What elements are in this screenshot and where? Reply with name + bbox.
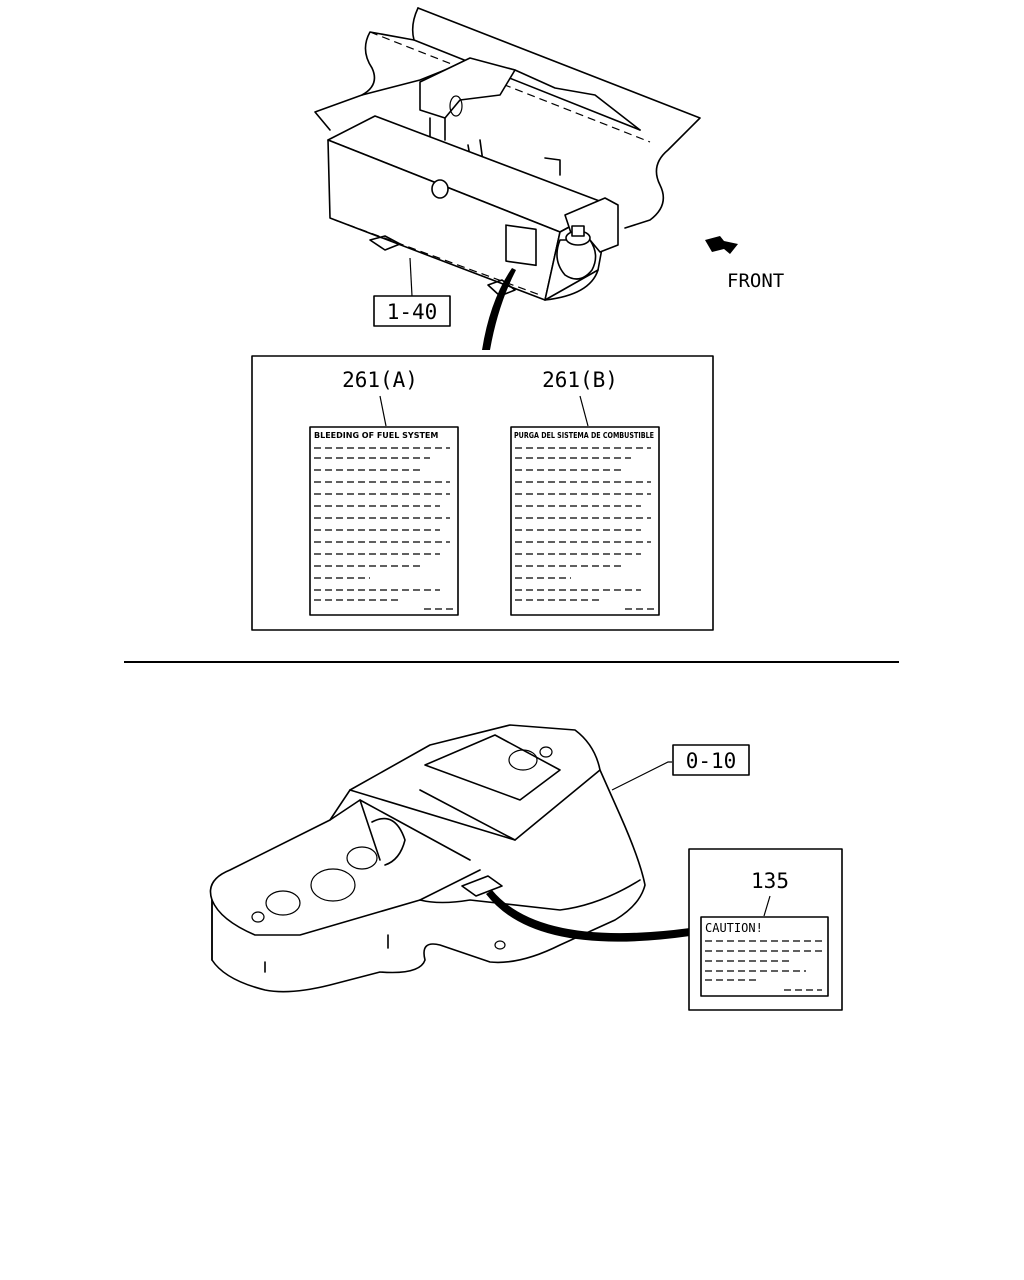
label-261b: 261(B) PURGA DEL SISTEMA DE COMBUSTIBLE [510,368,660,616]
label-location-patch-bottom [461,875,503,897]
ref-box-1-40-text: 1-40 [387,300,438,324]
label-261a: 261(A) BLEEDING OF FUEL SYSTEM [309,368,459,616]
engine-mount-drawing [209,724,690,993]
label-261a-ref: 261(A) [342,368,418,392]
ref-box-0-10: 0-10 [672,744,750,776]
label-location-patch [505,224,537,267]
front-label: FRONT [727,270,784,292]
label-261a-title: BLEEDING OF FUEL SYSTEM [314,431,438,440]
detail-arrow-bottom [486,890,690,942]
front-direction-indicator: FRONT [705,236,784,292]
front-arrow-icon [705,236,738,254]
label-detail-box: 261(A) BLEEDING OF FUEL SYSTEM [251,355,714,631]
label-135-ref: 135 [751,869,789,893]
label-261a-text-lines [314,447,454,610]
label-261b-text-lines [515,447,655,610]
detail-arrow [482,268,516,350]
caution-text-lines [705,940,822,991]
caution-detail-box: 135 CAUTION! [688,848,843,1011]
label-261b-ref: 261(B) [542,368,618,392]
label-261b-title: PURGA DEL SISTEMA DE COMBUSTIBLE [514,431,654,440]
ref-box-0-10-text: 0-10 [686,749,737,773]
fuel-filter-assembly-drawing [314,7,701,350]
caution-title: CAUTION! [705,921,763,935]
ref-box-1-40: 1-40 [373,295,451,327]
